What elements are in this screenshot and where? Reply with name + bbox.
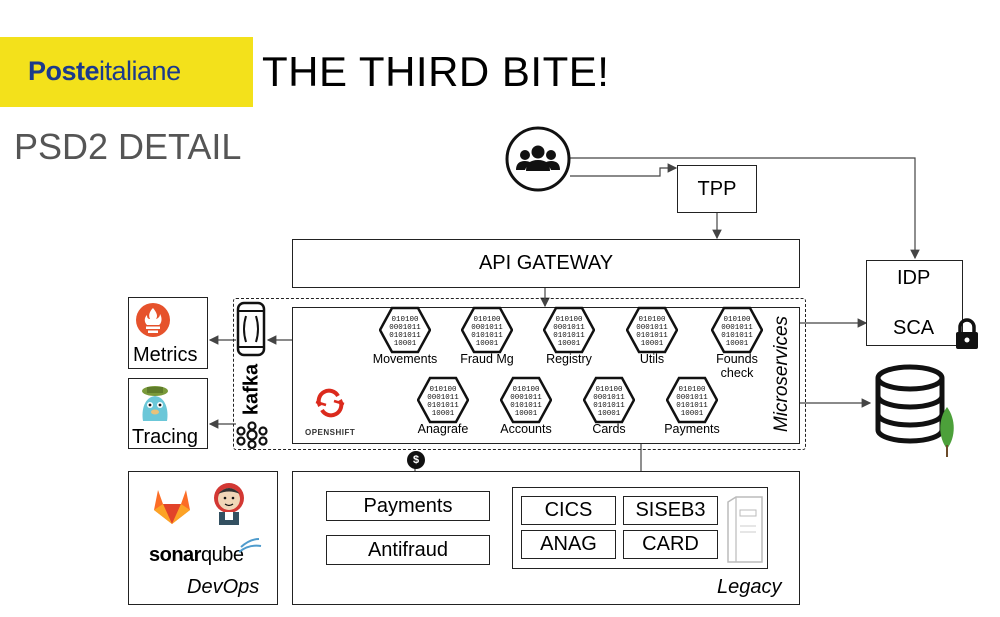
prometheus-icon: [135, 302, 171, 338]
idp-label: IDP: [897, 267, 931, 289]
svg-text:0001011: 0001011: [553, 324, 585, 332]
microservice-label: Fraud Mg: [460, 352, 514, 366]
microservice-label: Cards: [592, 422, 626, 436]
legacy-label: Legacy: [717, 576, 782, 598]
api-gateway-box: API GATEWAY: [292, 239, 800, 288]
microservices-label: Microservices: [771, 315, 792, 433]
svg-text:0101011: 0101011: [593, 402, 625, 410]
kafka-label: kafka: [240, 363, 263, 416]
siseb3-box: SISEB3: [623, 496, 718, 525]
gitlab-icon: [151, 486, 193, 526]
lock-icon: [954, 318, 980, 350]
svg-text:0001011: 0001011: [471, 324, 503, 332]
jenkins-icon: [211, 480, 247, 526]
svg-text:010100: 010100: [638, 316, 666, 324]
svg-text:010100: 010100: [512, 386, 540, 394]
sonarqube-waves-icon: [237, 536, 263, 554]
microservice-label: Utils: [639, 352, 665, 366]
openshift-logo-icon: [308, 388, 352, 426]
svg-text:0001011: 0001011: [636, 324, 668, 332]
platform-container: [233, 298, 806, 450]
svg-text:0001011: 0001011: [510, 394, 542, 402]
svg-text:0001011: 0001011: [593, 394, 625, 402]
sca-label: SCA: [893, 317, 935, 339]
slide-subtitle: PSD2 DETAIL: [14, 126, 242, 167]
svg-text:10001: 10001: [558, 340, 581, 348]
svg-text:0001011: 0001011: [721, 324, 753, 332]
slide-title: THE THIRD BITE!: [262, 48, 610, 95]
svg-text:10001: 10001: [726, 340, 749, 348]
anag-box: ANAG: [521, 530, 616, 559]
openshift-label: OPENSHIFT: [305, 428, 356, 437]
sonarqube-logo: sonarqube: [149, 544, 244, 566]
poste-italiane-logo: Posteitaliane: [28, 56, 181, 86]
svg-text:0101011: 0101011: [553, 332, 585, 340]
logo-background: [0, 37, 253, 107]
kafka-logo-icon: [234, 421, 270, 450]
svg-text:010100: 010100: [595, 386, 623, 394]
svg-text:0101011: 0101011: [427, 402, 459, 410]
cics-box: CICS: [521, 496, 616, 525]
idp-box: IDP SCA: [866, 260, 963, 346]
svg-text:0101011: 0101011: [676, 402, 708, 410]
svg-text:0101011: 0101011: [636, 332, 668, 340]
microservice-label: Registry: [546, 352, 592, 366]
svg-text:0101011: 0101011: [389, 332, 421, 340]
metrics-box: Metrics: [128, 297, 208, 369]
svg-text:0101011: 0101011: [510, 402, 542, 410]
microservices-label-wrap: Microservices: [762, 316, 802, 432]
payments-legacy-box: Payments: [326, 491, 490, 521]
svg-text:010100: 010100: [723, 316, 751, 324]
microservice-label: Founds check: [716, 352, 758, 380]
microservice-label: Anagrafe: [417, 422, 469, 436]
svg-text:10001: 10001: [681, 410, 704, 418]
svg-text:10001: 10001: [476, 340, 499, 348]
users-group-icon: [505, 126, 571, 192]
tpp-box: TPP: [677, 165, 757, 213]
svg-text:010100: 010100: [555, 316, 583, 324]
tracing-box: Tracing: [128, 378, 208, 449]
mainframe-server-icon: [726, 496, 764, 564]
database-icon: [874, 364, 946, 446]
dollar-badge-icon: $: [407, 451, 425, 469]
microservice-label: Payments: [664, 422, 720, 436]
svg-text:0001011: 0001011: [389, 324, 421, 332]
svg-text:0001011: 0001011: [427, 394, 459, 402]
svg-text:010100: 010100: [678, 386, 706, 394]
kafka-label-wrap: kafka: [238, 360, 264, 420]
devops-label: DevOps: [187, 576, 260, 598]
microservice-label: Movements: [372, 352, 438, 366]
microservice-label: Accounts: [500, 422, 552, 436]
svg-text:010100: 010100: [473, 316, 501, 324]
mongodb-leaf-icon: [936, 405, 958, 457]
svg-text:0101011: 0101011: [721, 332, 753, 340]
svg-text:10001: 10001: [641, 340, 664, 348]
devops-box: sonarqube DevOps: [128, 471, 278, 605]
svg-text:0001011: 0001011: [676, 394, 708, 402]
svg-text:10001: 10001: [515, 410, 538, 418]
svg-text:0101011: 0101011: [471, 332, 503, 340]
svg-text:010100: 010100: [429, 386, 457, 394]
kafka-queue-icon: [236, 300, 266, 358]
card-box: CARD: [623, 530, 718, 559]
svg-text:10001: 10001: [394, 340, 417, 348]
svg-text:10001: 10001: [432, 410, 455, 418]
metrics-label: Metrics: [133, 344, 198, 366]
tracing-label: Tracing: [132, 426, 198, 448]
antifraud-box: Antifraud: [326, 535, 490, 565]
jaeger-icon: [135, 383, 175, 423]
svg-text:010100: 010100: [391, 316, 419, 324]
svg-text:10001: 10001: [598, 410, 621, 418]
